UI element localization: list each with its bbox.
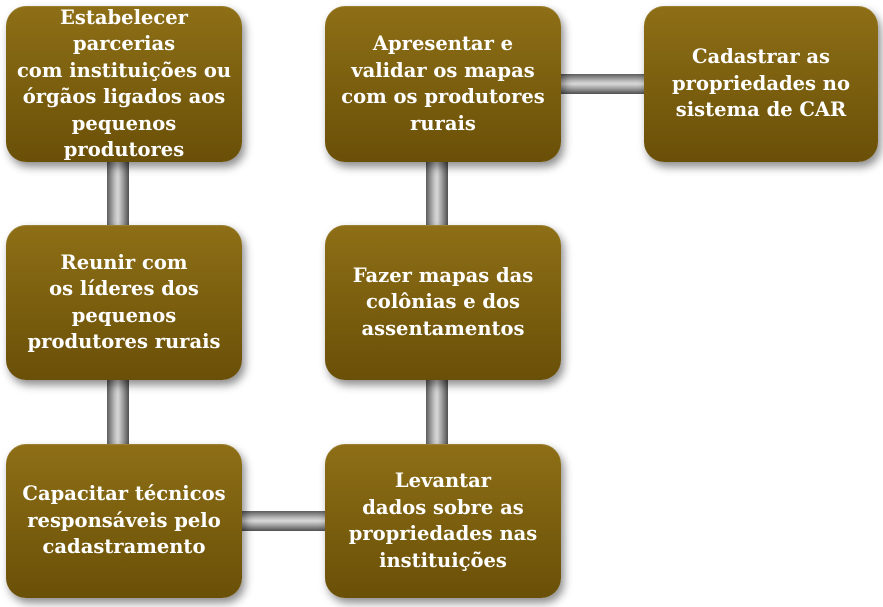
connector-step4-step5 [426,370,448,460]
step-label: Estabelecer parcerias com instituições o… [16,5,232,162]
step-box-present-validate-maps: Apresentar e validar os mapas com os pro… [325,6,561,162]
step-box-train-technicians: Capacitar técnicos responsáveis pelo cad… [6,444,242,598]
step-label: Cadastrar as propriedades no sistema de … [672,45,850,122]
step-label: Capacitar técnicos responsáveis pelo cad… [22,482,226,559]
step-box-collect-property-data: Levantar dados sobre as propriedades nas… [325,444,561,598]
step-label: Reunir com os líderes dos pequenos produ… [27,250,221,354]
step-label: Apresentar e validar os mapas com os pro… [341,32,545,135]
step-label: Fazer mapas das colônias e dos assentame… [352,263,534,340]
step-label: Levantar dados sobre as propriedades nas… [348,469,538,572]
connector-step1-step2 [107,150,129,240]
step-box-establish-partnerships: Estabelecer parcerias com instituições o… [6,6,242,162]
connector-step6-step7 [545,74,660,94]
step-box-register-car: Cadastrar as propriedades no sistema de … [644,6,878,162]
connector-step2-step3 [107,370,129,460]
step-box-meet-leaders: Reunir com os líderes dos pequenos produ… [6,225,242,380]
step-box-make-maps: Fazer mapas das colônias e dos assentame… [325,225,561,380]
connector-step3-step4 [225,511,340,531]
connector-step5-step6 [426,150,448,240]
